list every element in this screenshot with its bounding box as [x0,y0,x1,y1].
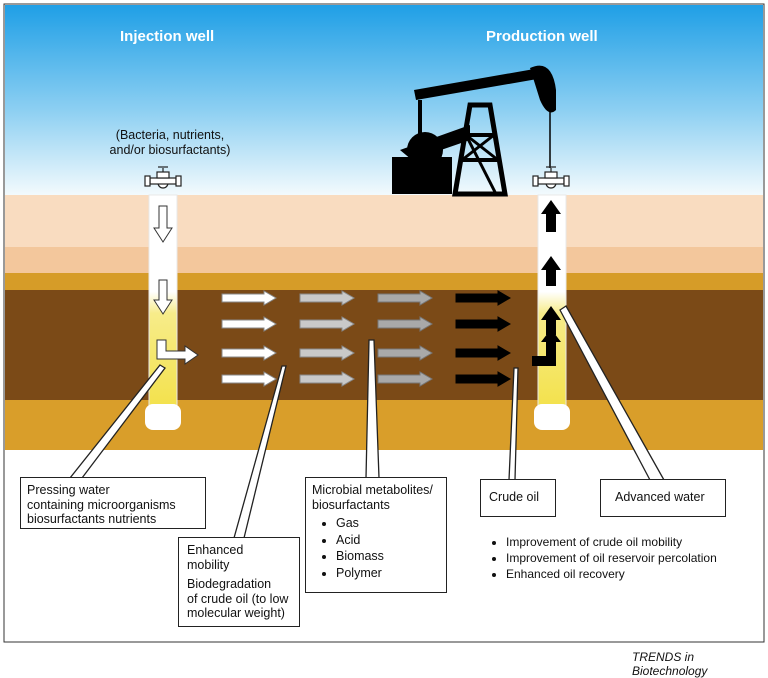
elbow-arrow [156,339,199,365]
metabolite-item: Gas [336,516,440,531]
flow-arrow [377,316,433,332]
advanced-water-label: Advanced water [600,479,726,517]
flow-arrow [299,316,355,332]
up-arrow [541,200,561,232]
production-well [532,166,570,430]
metabolites-title: biosurfactants [312,497,390,512]
source-credit: TRENDS in Biotechnology [632,650,708,678]
flow-arrow [299,345,355,361]
flow-arrow [299,371,355,387]
down-arrow [153,279,173,315]
outcomes-list: Improvement of crude oil mobility Improv… [490,535,745,583]
enhanced-line: of crude oil (to low [187,591,289,606]
flow-arrow [455,316,511,332]
enhanced-line: Biodegradation [187,577,272,591]
up-arrow [541,256,561,286]
enhanced-line: mobility [187,557,230,572]
pressing-water-line: Pressing water [27,483,110,497]
callout-pointers [68,305,666,539]
pump-jack [392,65,556,197]
injection-well-title: Injection well [120,28,215,45]
flow-arrow [299,290,355,306]
flow-arrow [377,371,433,387]
pressing-water-line: biosurfactants nutrients [27,512,157,526]
flow-arrow [221,371,277,387]
outcome-item: Enhanced oil recovery [506,567,745,581]
crude-oil-label: Crude oil [480,479,556,517]
flow-arrow [221,345,277,361]
flow-arrow [221,290,277,306]
crude-oil-text: Crude oil [489,490,540,504]
down-arrow [153,205,173,243]
metabolite-item: Biomass [336,549,440,564]
topsoil-layer [5,195,763,247]
flow-arrow [221,316,277,332]
flow-arrow [455,290,511,306]
outcome-item: Improvement of oil reservoir percolation [506,551,745,565]
metabolite-item: Acid [336,533,440,548]
enhanced-line: molecular weight) [187,606,285,620]
peach-layer [5,247,763,273]
injection-note-line: and/or biosurfactants) [109,143,231,157]
metabolites-label: Microbial metabolites/ biosurfactants Ga… [305,477,447,593]
injection-down-arrows [153,205,173,315]
flow-arrow [377,345,433,361]
flow-arrow [377,290,433,306]
production-up-arrows [532,200,561,366]
up-arrow [541,306,561,335]
flow-arrows [221,290,511,387]
flow-arrow [455,371,511,387]
metabolites-title: Microbial metabolites/ [312,483,433,497]
sky [5,5,763,195]
advanced-water-text: Advanced water [615,490,705,504]
enhanced-mobility-label: Enhanced mobility Biodegradation of crud… [178,537,300,627]
injection-note: (Bacteria, nutrients, and/or biosurfacta… [104,128,236,158]
metabolites-list: Gas Acid Biomass Polymer [312,516,440,580]
production-well-title: Production well [486,28,598,45]
enhanced-line: Enhanced [187,543,244,557]
pressing-water-label: Pressing water containing microorganisms… [20,477,206,529]
metabolite-item: Polymer [336,566,440,581]
flow-arrow [455,345,511,361]
elbow-up-arrow [532,329,561,366]
injection-note-line: (Bacteria, nutrients, [115,128,225,142]
pressing-water-line: containing microorganisms [27,497,176,512]
outcome-item: Improvement of crude oil mobility [506,535,745,549]
sand-layer-upper [5,273,763,290]
